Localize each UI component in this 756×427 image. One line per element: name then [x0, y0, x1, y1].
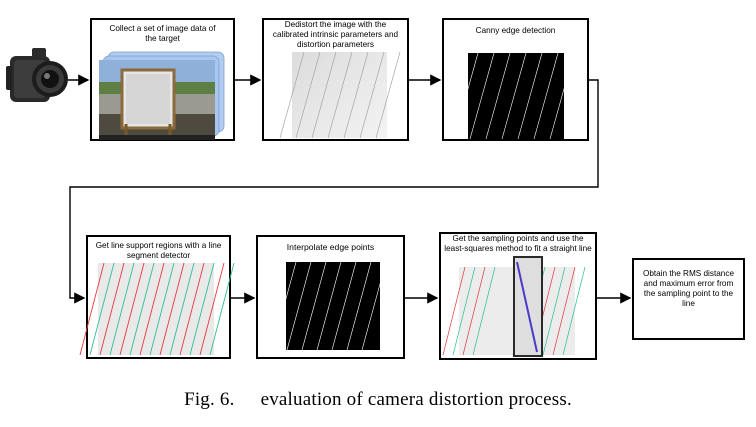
step-rms-box: Obtain the RMS distance and maximum erro… [632, 258, 745, 340]
fitted-line [516, 261, 538, 353]
step-collect-label: Collect a set of image data of the targe… [109, 24, 216, 43]
step-canny-box: Canny edge detection [442, 18, 589, 141]
dashcam-icon [6, 48, 68, 102]
step-collect-box: Collect a set of image data of the targe… [90, 18, 235, 141]
canny-edges-image [453, 52, 575, 140]
step-line-support-box: Get line support regions with a line seg… [79, 235, 235, 359]
step-undistort-box: Dedistort the image with the calibrated … [262, 18, 409, 141]
step-interpolate-label: Interpolate edge points [286, 242, 375, 252]
interpolated-edges-image [271, 261, 387, 351]
step-rms-label: Obtain the RMS distance and maximum erro… [642, 269, 735, 308]
line-support-image [79, 262, 235, 356]
image-stack-illustration [99, 51, 225, 140]
step-undistort-label: Dedistort the image with the calibrated … [272, 20, 399, 49]
step-line-support-label: Get line support regions with a line seg… [95, 241, 222, 260]
step-canny-label: Canny edge detection [475, 26, 556, 35]
step-sampling-label: Get the sampling points and use the leas… [444, 234, 592, 253]
highlight-window [513, 256, 543, 357]
step-sampling-box: Get the sampling points and use the leas… [439, 232, 597, 360]
undistorted-image [279, 51, 401, 139]
figure-caption: Fig. 6. evaluation of camera distortion p… [0, 389, 756, 411]
figure-caption-label: Fig. 6. [184, 389, 235, 410]
figure-caption-text: evaluation of camera distortion process. [260, 389, 572, 410]
step-interpolate-box: Interpolate edge points [256, 235, 405, 359]
arrow-canny-to-line-support [69, 79, 599, 304]
